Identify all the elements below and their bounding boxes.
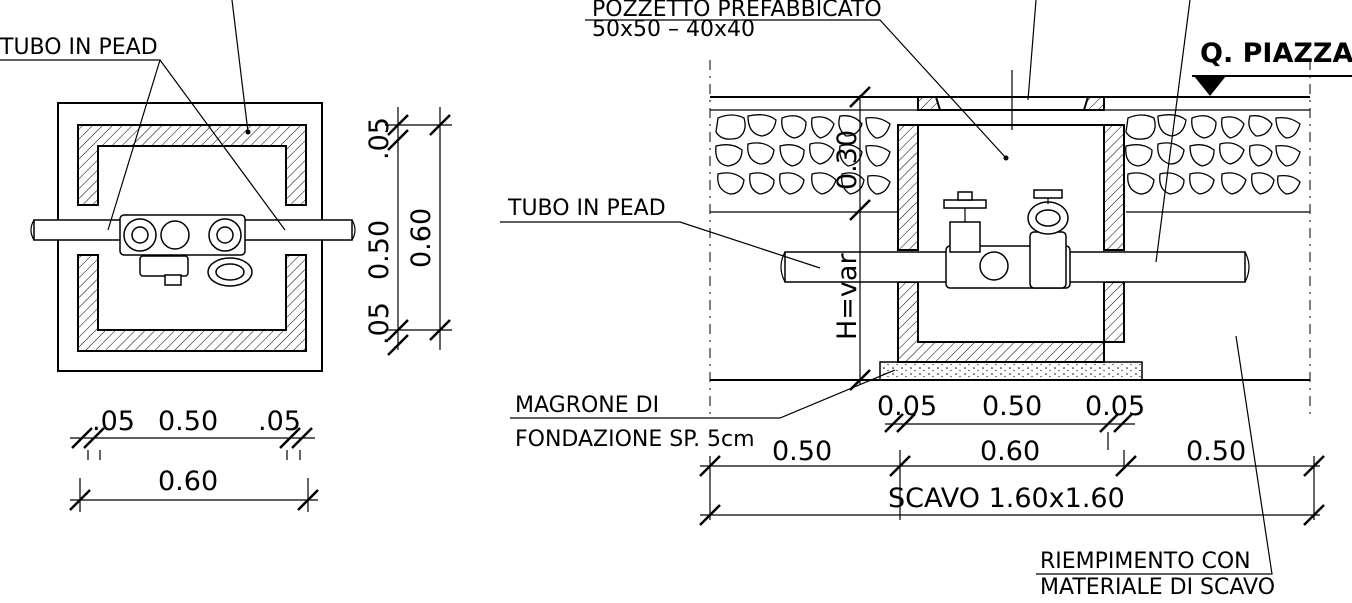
section-view: Q. PIAZZALE POZZETTO PREFABBICATO 50x50 … [500, 0, 1352, 600]
plan-dim-bottom-2: 0.50 [158, 406, 218, 437]
section-dim-mid-1: 0.50 [772, 436, 832, 467]
plan-dim-right-2: 0.50 [364, 220, 395, 280]
riempimento-label-2: MATERIALE DI SCAVO [1040, 575, 1275, 600]
section-dim-top-1: 0.05 [877, 391, 937, 422]
plan-wall-bottom [77, 254, 307, 352]
magrone-label-1: MAGRONE DI [515, 393, 659, 418]
plan-dim-right-1: .05 [364, 117, 395, 160]
plan-dim-bottom-1: .05 [92, 406, 135, 437]
section-wall-left-low [897, 281, 1125, 363]
pozzetto-label-2: 50x50 – 40x40 [592, 17, 755, 42]
section-valve-assembly [943, 189, 1071, 289]
plan-dim-right-total: 0.60 [406, 208, 437, 268]
section-dim-top-2: 0.50 [982, 391, 1042, 422]
scavo-dim: SCAVO 1.60x1.60 [888, 483, 1125, 514]
section-dim-mid-2: 0.60 [980, 436, 1040, 467]
plan-view: TUBO IN PEAD .05 0.50 .05 0.60 .05 0.50 … [0, 0, 452, 512]
plan-valve-assembly [119, 214, 253, 287]
section-dim-top-3: 0.05 [1085, 391, 1145, 422]
magrone-slab [879, 361, 1143, 381]
rock-fill-right [1125, 114, 1301, 195]
section-wall-right [1103, 124, 1125, 251]
section-dim-mid-3: 0.50 [1186, 436, 1246, 467]
plan-wall-left [77, 124, 307, 206]
riempimento-label-1: RIEMPIMENTO CON [1040, 549, 1251, 574]
section-wall-left [897, 124, 919, 251]
plan-dim-bottom-total: 0.60 [158, 466, 218, 497]
plan-dim-right-3: .05 [364, 302, 395, 345]
pozzetto-label-1: POZZETTO PREFABBICATO [592, 0, 882, 22]
rock-fill-left [715, 114, 891, 195]
plan-dim-bottom-3: .05 [258, 406, 301, 437]
section-tubo-label: TUBO IN PEAD [507, 196, 666, 221]
depth-dim: 0.30 [832, 130, 863, 190]
magrone-label-2: FONDAZIONE SP. 5cm [515, 427, 755, 452]
plan-tubo-label: TUBO IN PEAD [0, 35, 158, 60]
height-dim: H=var [832, 253, 863, 340]
quota-label: Q. PIAZZALE [1200, 38, 1352, 69]
